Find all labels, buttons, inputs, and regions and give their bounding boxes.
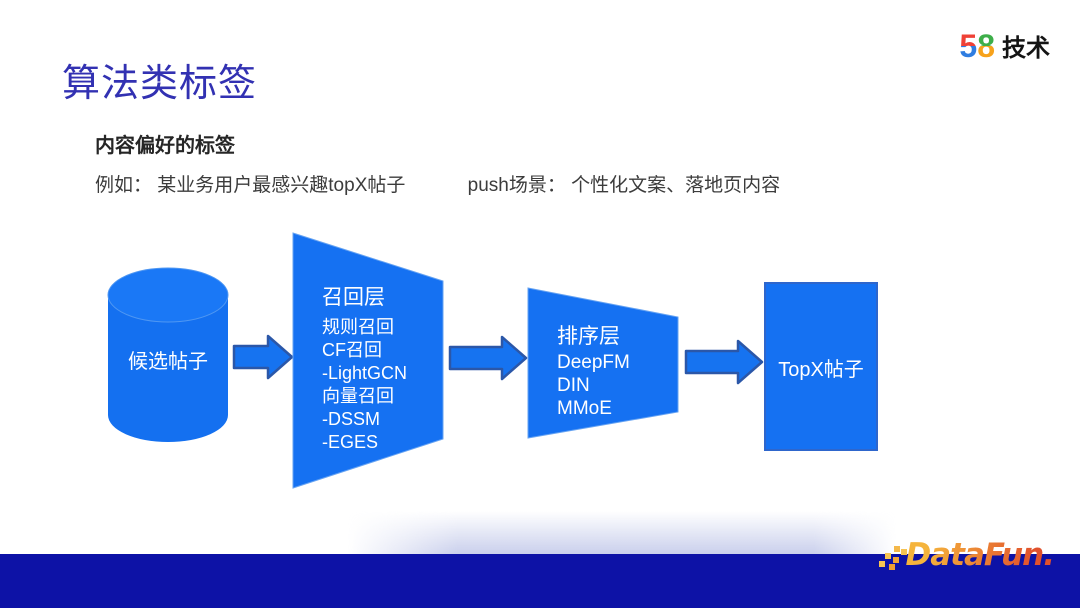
footer-bar: [0, 554, 1080, 608]
recall-layer-title: 召回层: [322, 286, 385, 309]
candidate-posts-cylinder: [107, 267, 229, 442]
output-posts-rect: [764, 282, 878, 451]
recall-item: -LightGCN: [322, 363, 408, 383]
recall-layer-shape: [292, 232, 444, 489]
ranking-layer-title: 排序层: [557, 325, 620, 348]
flow-arrow-3: [684, 339, 764, 385]
recall-item: 向量召回: [322, 386, 394, 406]
push-scenario-text: push场景： 个性化文案、落地页内容: [467, 175, 781, 196]
page-title: 算法类标签: [62, 63, 258, 105]
example-text: 例如： 某业务用户最感兴趣topX帖子: [95, 175, 406, 196]
section-subtitle: 内容偏好的标签: [95, 135, 235, 157]
brand-suffix-text: 技术: [1002, 35, 1050, 62]
datafun-logo: DataFun.: [905, 537, 1055, 573]
brand-digit-5-icon: 5: [959, 27, 978, 64]
candidate-posts-label: 候选帖子: [128, 351, 208, 373]
ranking-item: MMoE: [557, 398, 612, 419]
recall-layer-items: 规则召回 CF召回 -LightGCN 向量召回 -DSSM -EGES: [322, 316, 407, 454]
footer-glow-gradient: [348, 511, 896, 554]
ranking-layer-items: DeepFM DIN MMoE: [557, 351, 630, 420]
example-row: 例如： 某业务用户最感兴趣topX帖子 push场景： 个性化文案、落地页内容: [95, 170, 780, 197]
recall-item: -EGES: [322, 432, 379, 452]
ranking-item: DIN: [557, 375, 590, 396]
recall-item: CF召回: [322, 340, 382, 360]
recall-item: 规则召回: [322, 317, 394, 337]
brand-58-logo: 5 8 技术: [959, 28, 1050, 63]
output-posts-label: TopX帖子: [778, 359, 864, 381]
ranking-layer-shape: [527, 287, 679, 439]
flow-arrow-1: [232, 334, 294, 380]
datafun-pixels-icon: [894, 546, 900, 552]
brand-digit-8-icon: 8: [977, 27, 995, 64]
flow-arrow-2: [448, 335, 528, 381]
ranking-item: DeepFM: [557, 352, 630, 373]
recall-item: -DSSM: [322, 409, 380, 429]
